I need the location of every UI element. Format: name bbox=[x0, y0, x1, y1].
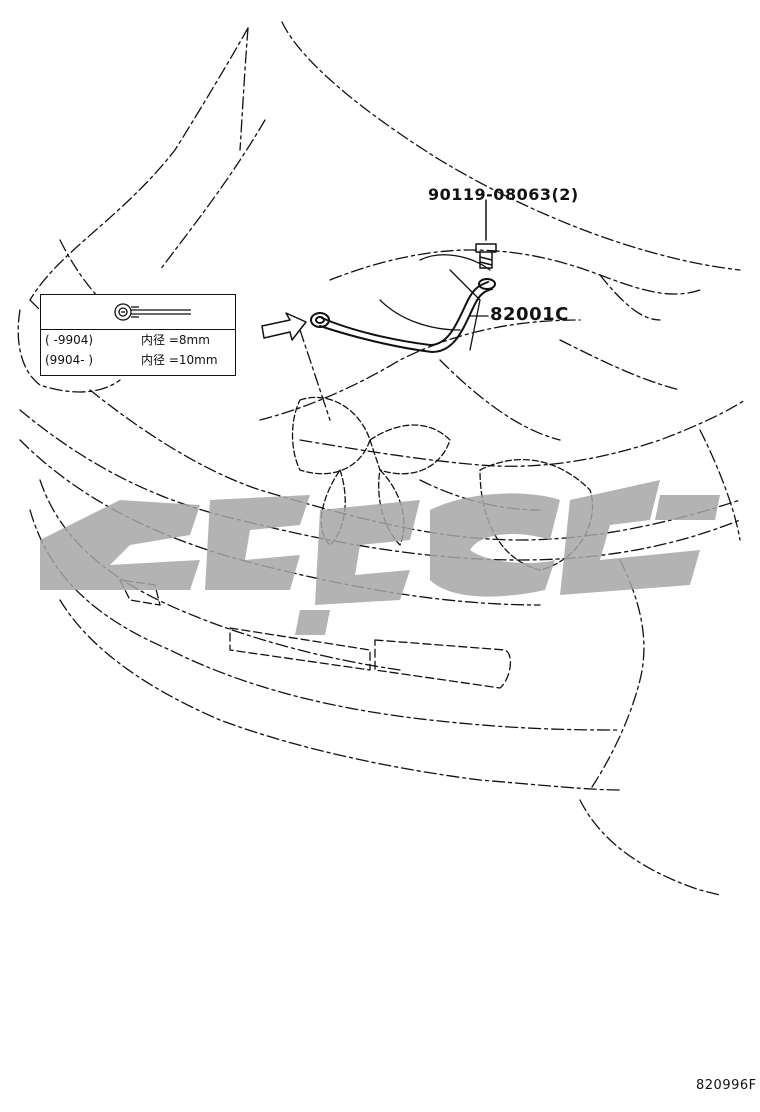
bolt-90119 bbox=[475, 199, 497, 269]
inset-terminal-illustration bbox=[41, 295, 235, 330]
front-lamps bbox=[119, 579, 512, 689]
wire-part-number: 82001C bbox=[490, 304, 569, 325]
vehicle-outline bbox=[17, 21, 746, 896]
inset-diameter: 内径 =8mm bbox=[141, 333, 210, 347]
engine-bay-lines bbox=[379, 254, 491, 351]
inset-row: ( -9904) 内径 =8mm bbox=[41, 330, 235, 350]
inset-range: (9904- ) bbox=[45, 353, 94, 367]
inset-range: ( -9904) bbox=[45, 333, 94, 347]
ground-strap-wire bbox=[310, 278, 496, 353]
radiator-fan bbox=[291, 396, 594, 571]
ring-terminal-icon bbox=[114, 303, 191, 321]
terminal-arrow bbox=[261, 312, 307, 341]
bolt-part-number: 90119-08063(2) bbox=[428, 185, 579, 204]
document-code: 820996F bbox=[696, 1078, 757, 1093]
inset-box: ( -9904) 内径 =8mm (9904- ) 内径 =10mm bbox=[40, 294, 236, 376]
inset-row: (9904- ) 内径 =10mm bbox=[41, 350, 235, 370]
inset-diameter: 内径 =10mm bbox=[141, 353, 218, 367]
